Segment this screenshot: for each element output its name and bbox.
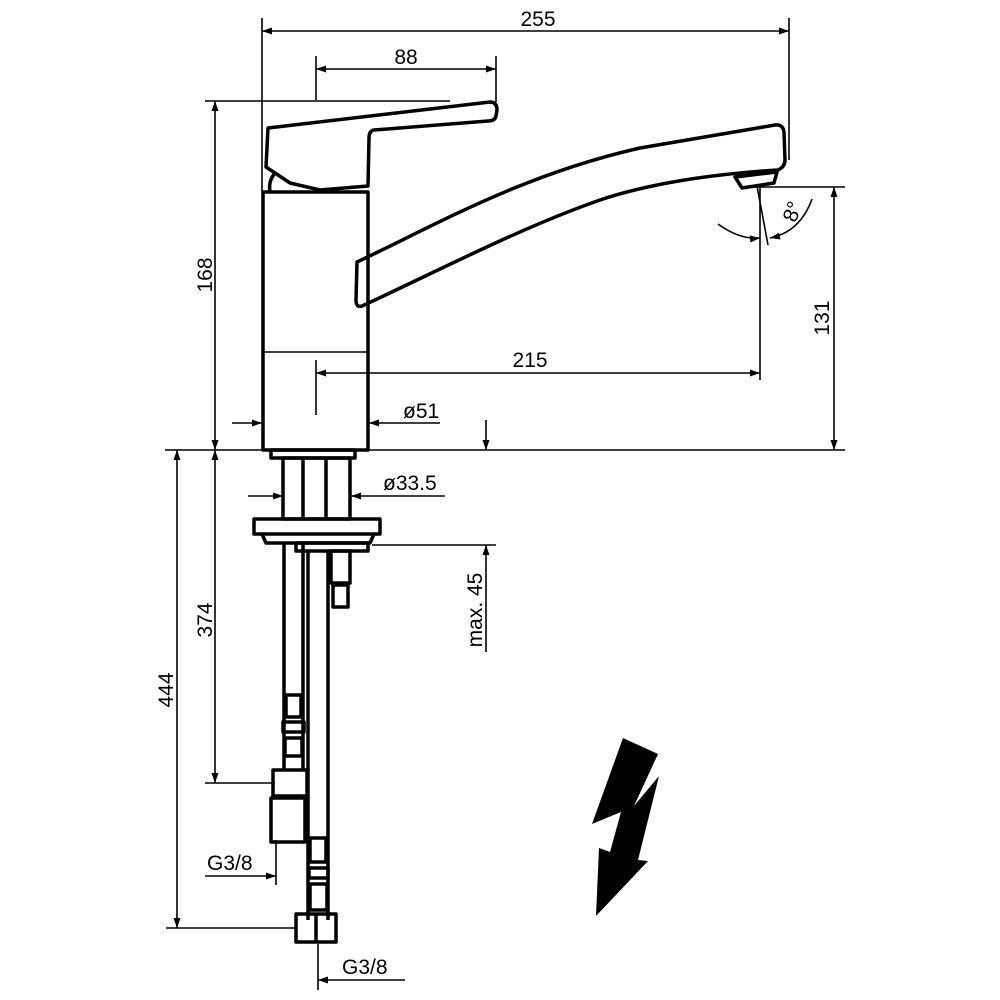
dim-diameter-51: ø51 bbox=[403, 400, 439, 423]
handle-base bbox=[267, 170, 278, 193]
dim-215: 215 bbox=[512, 349, 547, 372]
dim-255: 255 bbox=[520, 8, 555, 31]
shank bbox=[281, 456, 352, 521]
hose-left bbox=[269, 543, 309, 844]
hose-right bbox=[294, 551, 338, 944]
fixing-stud bbox=[329, 549, 352, 609]
dim-374: 374 bbox=[194, 602, 217, 637]
dim-thread-left: G3/8 bbox=[207, 852, 253, 875]
dim-168: 168 bbox=[194, 257, 217, 292]
lever-handle bbox=[264, 100, 499, 192]
dim-8-degrees: 8° bbox=[779, 198, 807, 225]
dim-444: 444 bbox=[155, 672, 178, 707]
mounting-plate bbox=[252, 517, 382, 536]
dim-88: 88 bbox=[394, 46, 417, 69]
spout bbox=[354, 123, 787, 309]
aerator bbox=[733, 170, 779, 190]
dim-thread-bottom: G3/8 bbox=[342, 956, 388, 979]
dim-diameter-33-5: ø33.5 bbox=[383, 472, 437, 495]
dimensions: 255 88 168 131 215 8° ø51 ø33.5 bbox=[155, 8, 845, 990]
faucet bbox=[252, 100, 787, 944]
dim-max-45: max. 45 bbox=[464, 573, 487, 648]
lightning-bolt-icon bbox=[592, 738, 659, 916]
dim-131: 131 bbox=[811, 300, 834, 335]
